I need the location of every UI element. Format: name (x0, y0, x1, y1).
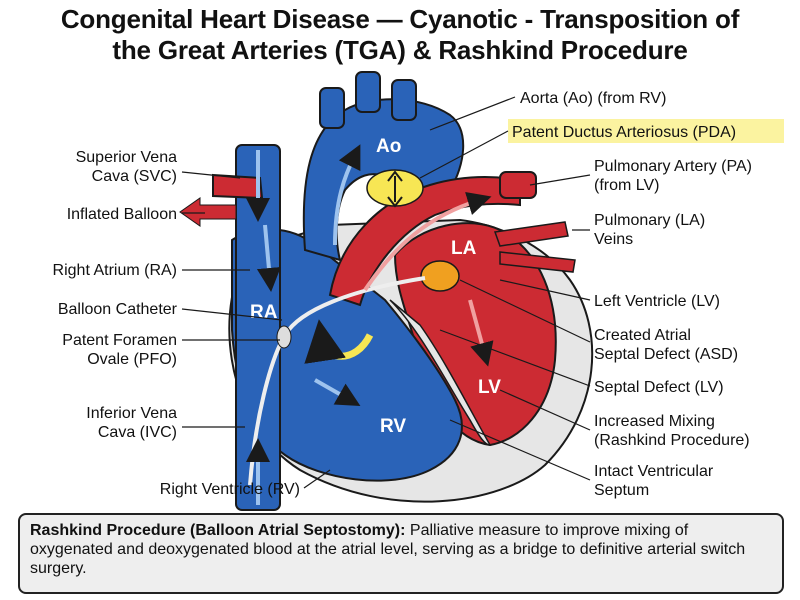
label-mix-1: Increased Mixing (594, 413, 715, 430)
right-leader-lines (419, 96, 591, 481)
aortic-branch-1 (319, 87, 345, 129)
label-septum-1: Intact Ventricular (594, 463, 714, 480)
label-asd-2: Septal Defect (ASD) (594, 346, 738, 363)
label-asd-1: Created Atrial (594, 327, 691, 344)
chamber-la: LA (451, 238, 477, 259)
pa-flow-arrow (363, 191, 492, 292)
label-aorta: Aorta (Ao) (from RV) (520, 90, 666, 107)
aorta-flow-arrow (333, 144, 361, 246)
label-ivc-2: Cava (IVC) (98, 424, 177, 441)
rashkind-note: Rashkind Procedure (Balloon Atrial Septo… (18, 513, 784, 594)
aortic-branch-3 (391, 79, 417, 121)
balloon (420, 260, 460, 292)
note-body: Palliative measure to improve mixing of … (30, 522, 746, 577)
pulmonary-vein-1 (493, 221, 569, 247)
label-ivc-1: Inferior Vena (86, 405, 177, 422)
pulmonary-vein-2 (499, 251, 576, 273)
chamber-rv: RV (380, 416, 406, 437)
label-pfo-2: Ovale (PFO) (87, 351, 177, 368)
note-heading: Rashkind Procedure (Balloon Atrial Septo… (30, 522, 406, 539)
label-septum-2: Septum (594, 482, 649, 499)
mixing-arrow-icon (304, 319, 374, 364)
title-line-2: the Great Arteries (TGA) & Rashkind Proc… (112, 35, 688, 65)
label-rv: Right Ventricle (RV) (160, 481, 300, 498)
label-pda: Patent Ductus Arteriosus (PDA) (512, 124, 736, 141)
pa-branch-left (212, 173, 264, 200)
aortic-branch-2 (355, 71, 381, 113)
label-pa-2: (from LV) (594, 177, 659, 194)
label-septal: Septal Defect (LV) (594, 379, 724, 396)
rv-flow-arrow (314, 378, 361, 406)
catheter-tip (276, 325, 292, 349)
label-pfo-1: Patent Foramen (62, 332, 177, 349)
label-pv-2: Veins (594, 231, 633, 248)
chamber-ao: Ao (376, 136, 401, 157)
pda-arrow-icon (387, 170, 403, 208)
label-catheter: Balloon Catheter (58, 301, 178, 318)
label-balloon: Inflated Balloon (67, 206, 177, 223)
inflated-balloon-arrow (179, 197, 237, 227)
label-lv: Left Ventricle (LV) (594, 293, 720, 310)
chamber-ra: RA (250, 302, 278, 323)
label-pv-1: Pulmonary (LA) (594, 212, 705, 229)
label-ra: Right Atrium (RA) (53, 262, 177, 279)
chamber-lv: LV (478, 377, 501, 398)
pa-branch-right (499, 171, 537, 199)
title-line-1: Congenital Heart Disease — Cyanotic - Tr… (60, 4, 740, 34)
label-svc-1: Superior Vena (76, 149, 178, 166)
label-svc-2: Cava (SVC) (92, 168, 177, 185)
left-leader-lines (181, 171, 331, 489)
ra-flow-arrow (256, 224, 281, 292)
ventricular-septum (389, 299, 492, 446)
page-title: Congenital Heart Disease — Cyanotic - Tr… (0, 4, 800, 66)
label-pa-1: Pulmonary Artery (PA) (594, 158, 752, 175)
label-mix-2: (Rashkind Procedure) (594, 432, 750, 449)
pda-highlight (508, 119, 784, 143)
